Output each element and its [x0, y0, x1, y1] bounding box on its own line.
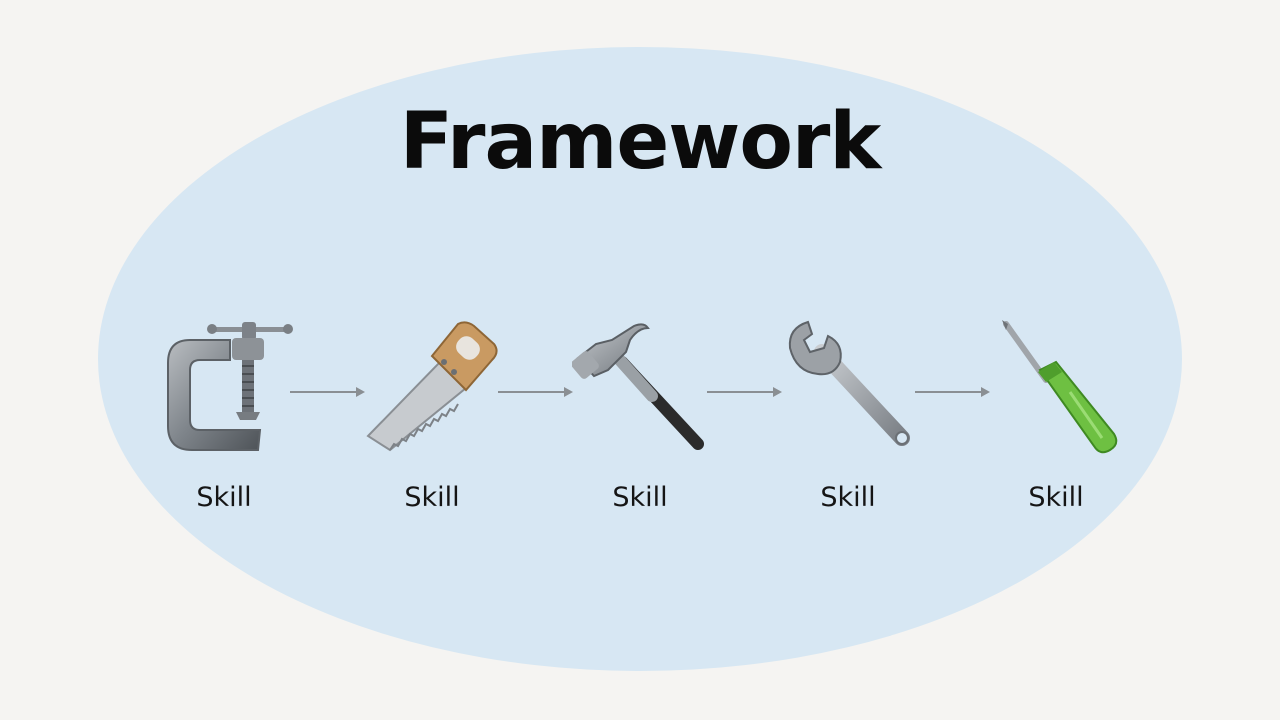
hammer-icon	[572, 318, 712, 458]
framework-ellipse	[98, 47, 1182, 671]
c-clamp-icon	[160, 318, 295, 458]
arrow-3	[707, 382, 785, 406]
arrow-2	[498, 382, 576, 406]
arrow-4	[915, 382, 993, 406]
step-label-1: Skill	[196, 482, 252, 513]
screwdriver-icon	[996, 318, 1126, 458]
step-label-2: Skill	[404, 482, 460, 513]
saw-icon	[362, 318, 502, 458]
page-title: Framework	[399, 97, 882, 187]
wrench-icon	[782, 318, 922, 458]
step-label-5: Skill	[1028, 482, 1084, 513]
step-label-3: Skill	[612, 482, 668, 513]
arrow-1	[290, 382, 368, 406]
step-label-4: Skill	[820, 482, 876, 513]
